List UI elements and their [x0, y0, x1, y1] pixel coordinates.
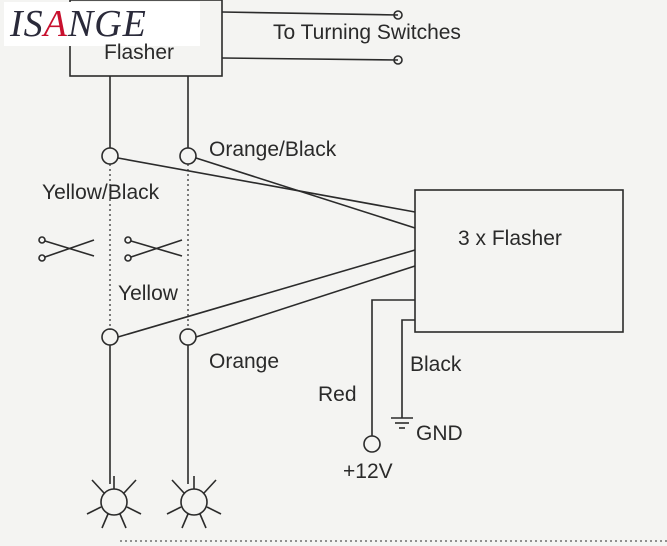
- switch-terminal-top: [393, 10, 403, 20]
- flasher-label: Flasher: [104, 41, 175, 64]
- wire-yellow-to-flasher: [117, 249, 416, 338]
- scissors-right-icon: [124, 236, 183, 262]
- brand-logo: ISANGE: [4, 2, 200, 46]
- orange-label: Orange: [209, 350, 280, 373]
- wire-yellow-black-to-flasher: [117, 157, 416, 213]
- wire-red: [371, 299, 415, 436]
- black-label: Black: [410, 353, 462, 376]
- gnd-label: GND: [416, 422, 463, 445]
- connector-orange: [179, 328, 197, 346]
- logo-part-1: IS: [10, 3, 44, 45]
- switch-wire-bottom: [221, 57, 399, 61]
- switches-label: To Turning Switches: [273, 21, 461, 44]
- orange-black-label: Orange/Black: [209, 138, 337, 161]
- logo-part-2: A: [43, 3, 68, 45]
- lamp-left-icon: [86, 476, 142, 529]
- scissors-left-icon: [38, 236, 95, 262]
- wire-orange-to-flasher: [195, 265, 416, 338]
- logo-part-3: NGE: [67, 3, 147, 45]
- ground-icon: [391, 417, 413, 429]
- connector-orange-black: [179, 147, 197, 165]
- switch-terminal-bottom: [393, 55, 403, 65]
- multi-flasher-label: 3 x Flasher: [458, 227, 562, 250]
- plus12v-label: +12V: [343, 460, 393, 483]
- terminal-12v: [363, 435, 381, 453]
- lamp-right-icon: [166, 476, 222, 529]
- wire-black: [401, 319, 415, 418]
- connector-yellow: [101, 328, 119, 346]
- switch-wire-top: [221, 11, 399, 16]
- multi-flasher-box: [414, 189, 624, 333]
- connector-yellow-black: [101, 147, 119, 165]
- yellow-label: Yellow: [118, 282, 178, 305]
- wire-orange-black-to-flasher: [195, 157, 416, 229]
- yellow-black-label: Yellow/Black: [42, 181, 160, 204]
- red-label: Red: [318, 383, 357, 406]
